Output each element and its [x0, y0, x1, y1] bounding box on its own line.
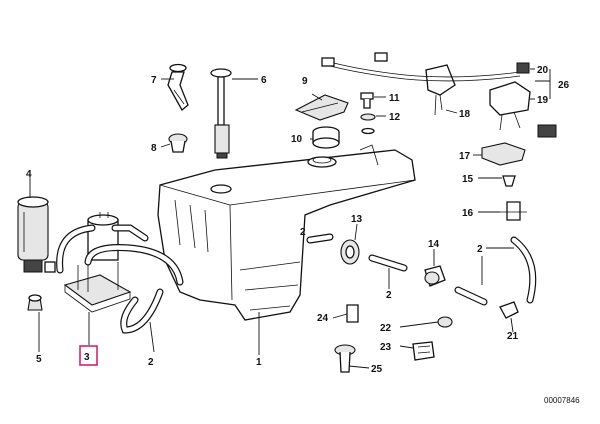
part-label-2d[interactable]: 2: [300, 227, 306, 238]
cover-illustration: [294, 94, 349, 121]
level-sensor-illustration: [210, 68, 232, 159]
part-label-12[interactable]: 12: [389, 112, 401, 123]
washer-reservoir-illustration: [157, 144, 416, 321]
nozzle-21-illustration: [499, 301, 519, 319]
part-label-9[interactable]: 9: [302, 76, 308, 87]
hoses-illustration: [56, 224, 537, 334]
part-label-7[interactable]: 7: [151, 75, 157, 86]
push-rivet-illustration: [334, 344, 356, 373]
part-label-16[interactable]: 16: [462, 208, 474, 219]
part-label-2c[interactable]: 2: [477, 244, 483, 255]
check-valve-illustration: [424, 265, 446, 287]
screw-illustration: [360, 92, 374, 109]
part-label-19[interactable]: 19: [537, 95, 549, 106]
part-label-14[interactable]: 14: [428, 239, 440, 250]
grommet-illustration: [27, 294, 43, 311]
switch-18-illustration: [425, 64, 456, 116]
insulator-pad-illustration: [481, 142, 526, 166]
part-label-2b[interactable]: 2: [386, 290, 392, 301]
washer-pump-motor-illustration: [17, 196, 56, 273]
part-label-24[interactable]: 24: [317, 313, 329, 324]
part-label-5[interactable]: 5: [36, 354, 42, 365]
switch-19-illustration: [489, 81, 557, 138]
washer-nut-illustration: [360, 113, 376, 135]
part-label-18[interactable]: 18: [459, 109, 471, 120]
grommet-22-illustration: [437, 316, 453, 328]
part-label-22[interactable]: 22: [380, 323, 392, 334]
part-label-20[interactable]: 20: [537, 65, 549, 76]
part-label-10[interactable]: 10: [291, 134, 303, 145]
part-label-26[interactable]: 26: [558, 80, 570, 91]
wiring-harness-illustration: [321, 52, 530, 82]
part-label-23[interactable]: 23: [380, 342, 392, 353]
highlight-box: [79, 345, 98, 366]
t-connector-illustration: [500, 201, 527, 221]
filler-neck-illustration: [312, 126, 340, 149]
part-label-2a[interactable]: 2: [148, 357, 154, 368]
part-label-25[interactable]: 25: [371, 364, 383, 375]
clip-illustration: [502, 175, 516, 187]
leader-lines: [29, 68, 551, 369]
part-label-4[interactable]: 4: [26, 169, 32, 180]
part-label-17[interactable]: 17: [459, 151, 471, 162]
grommet-8-illustration: [168, 133, 188, 153]
part-label-1[interactable]: 1: [256, 357, 262, 368]
part-label-13[interactable]: 13: [351, 214, 363, 225]
part-label-15[interactable]: 15: [462, 174, 474, 185]
catalog-number: 00007846: [544, 396, 580, 405]
part-labels: 1 2 2 2 2 3 4 5 6 7 8 9 10 11 12 13 14 1…: [26, 65, 570, 375]
part-label-6[interactable]: 6: [261, 75, 267, 86]
part-label-11[interactable]: 11: [389, 93, 400, 104]
sender-illustration: [167, 63, 189, 112]
clip-24-illustration: [346, 304, 359, 323]
part-label-3[interactable]: 3: [84, 352, 90, 363]
grommet-13-illustration: [340, 239, 360, 265]
part-label-8[interactable]: 8: [151, 143, 157, 154]
part-label-21[interactable]: 21: [507, 331, 519, 342]
clip-23-illustration: [412, 341, 435, 361]
